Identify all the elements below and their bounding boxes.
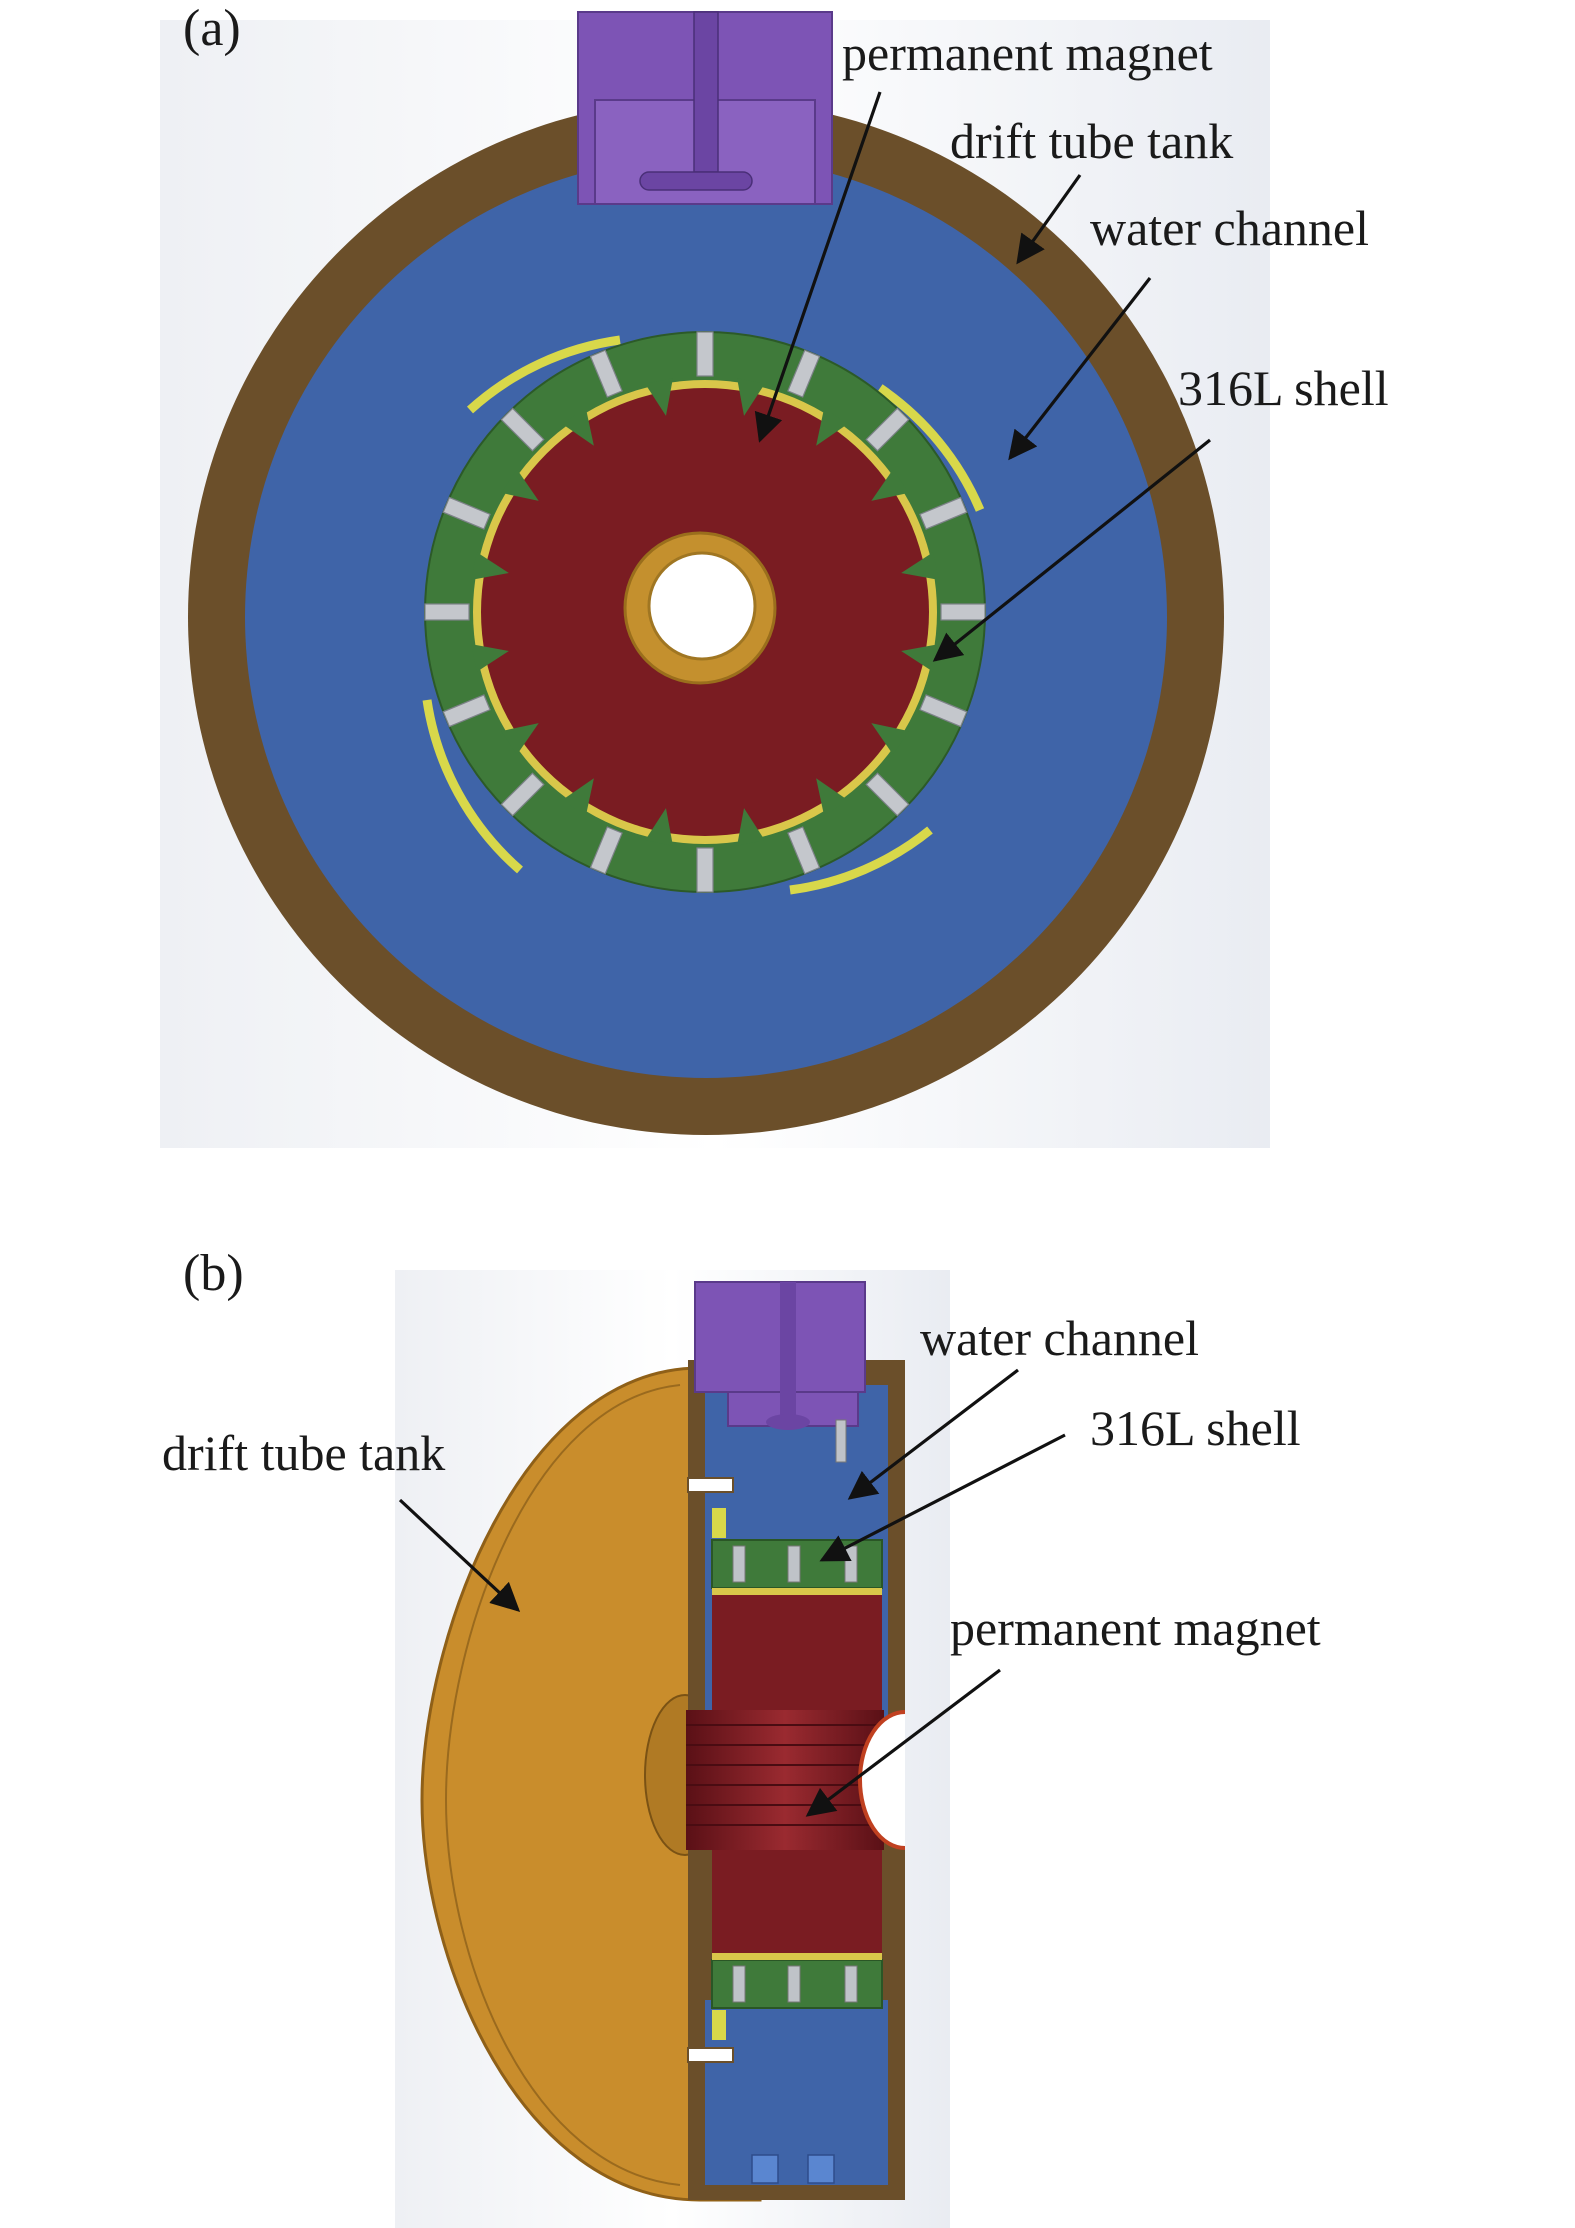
shell-slot xyxy=(919,496,968,530)
shell-slot xyxy=(500,772,545,817)
magnet-tooth xyxy=(471,552,509,580)
bore-ribs xyxy=(686,1724,884,1826)
shell-slot xyxy=(865,407,910,452)
magnet-tooth xyxy=(816,408,848,446)
arrow-a-316l-shell xyxy=(932,438,1211,662)
label-a-drift-tube-tank: drift tube tank xyxy=(950,113,1233,169)
shell-slot xyxy=(589,349,623,398)
magnet-tooth xyxy=(737,808,765,846)
shell-slot xyxy=(940,603,986,621)
arrow-a-water-channel xyxy=(1008,277,1152,461)
shell-slot xyxy=(865,772,910,817)
magnet-tooth xyxy=(501,723,539,755)
label-b-316l-shell: 316L shell xyxy=(1090,1400,1301,1456)
stem xyxy=(577,11,833,205)
bore xyxy=(647,551,757,661)
magnet-tooth xyxy=(871,469,909,501)
label-a-permanent-magnet: permanent magnet xyxy=(842,25,1213,81)
shell-slot xyxy=(787,826,821,875)
shell-slot xyxy=(500,407,545,452)
shell-slot xyxy=(696,331,714,377)
shell-slot xyxy=(696,847,714,893)
magnet-tooth xyxy=(901,552,939,580)
magnet-tooth xyxy=(645,378,673,416)
cross-section xyxy=(686,1360,906,2200)
magnet-tooth xyxy=(562,408,594,446)
shell-pins xyxy=(732,1545,858,2003)
magnet-tooth xyxy=(562,778,594,816)
magnet-tooth xyxy=(501,469,539,501)
panel-a: (a) permanent magnet drift tube tank wat… xyxy=(160,0,1389,1148)
tank-half-disc xyxy=(420,1366,762,2202)
arrow-a-permanent-magnet xyxy=(754,91,882,443)
tank-rim-line xyxy=(444,1384,681,2186)
arrow-b-drift-tube-tank xyxy=(398,1498,521,1612)
yellow-segments xyxy=(422,335,985,895)
panel-b-label: (b) xyxy=(183,1245,244,1302)
shell-slot xyxy=(424,603,470,621)
shell-slots xyxy=(424,331,986,893)
label-a-water-channel: water channel xyxy=(1090,200,1369,256)
shell-slot xyxy=(787,349,821,398)
arrow-b-water-channel xyxy=(847,1368,1019,1500)
magnet-tooth xyxy=(645,808,673,846)
panel-a-label: (a) xyxy=(183,0,241,57)
label-b-water-channel: water channel xyxy=(920,1310,1199,1366)
magnet-tooth xyxy=(871,723,909,755)
magnet-tooth xyxy=(737,378,765,416)
shell-slot xyxy=(442,694,491,728)
arrow-b-permanent-magnet xyxy=(805,1668,1001,1817)
arrow-a-drift-tube-tank xyxy=(1016,174,1082,265)
panel-b: (b) water channel 316L shell drift tube … xyxy=(162,1245,1321,2228)
label-b-drift-tube-tank: drift tube tank xyxy=(162,1425,445,1481)
magnet-tooth xyxy=(901,644,939,672)
magnet-tooth xyxy=(816,778,848,816)
shell-slot xyxy=(442,496,491,530)
magnet-teeth xyxy=(471,378,939,846)
arrow-b-316l-shell xyxy=(819,1433,1066,1562)
label-b-permanent-magnet: permanent magnet xyxy=(950,1600,1321,1656)
shell-slot xyxy=(589,826,623,875)
shell-slot xyxy=(919,694,968,728)
stem-b xyxy=(694,1281,866,1463)
magnet-tooth xyxy=(471,644,509,672)
label-a-316l-shell: 316L shell xyxy=(1178,360,1389,416)
